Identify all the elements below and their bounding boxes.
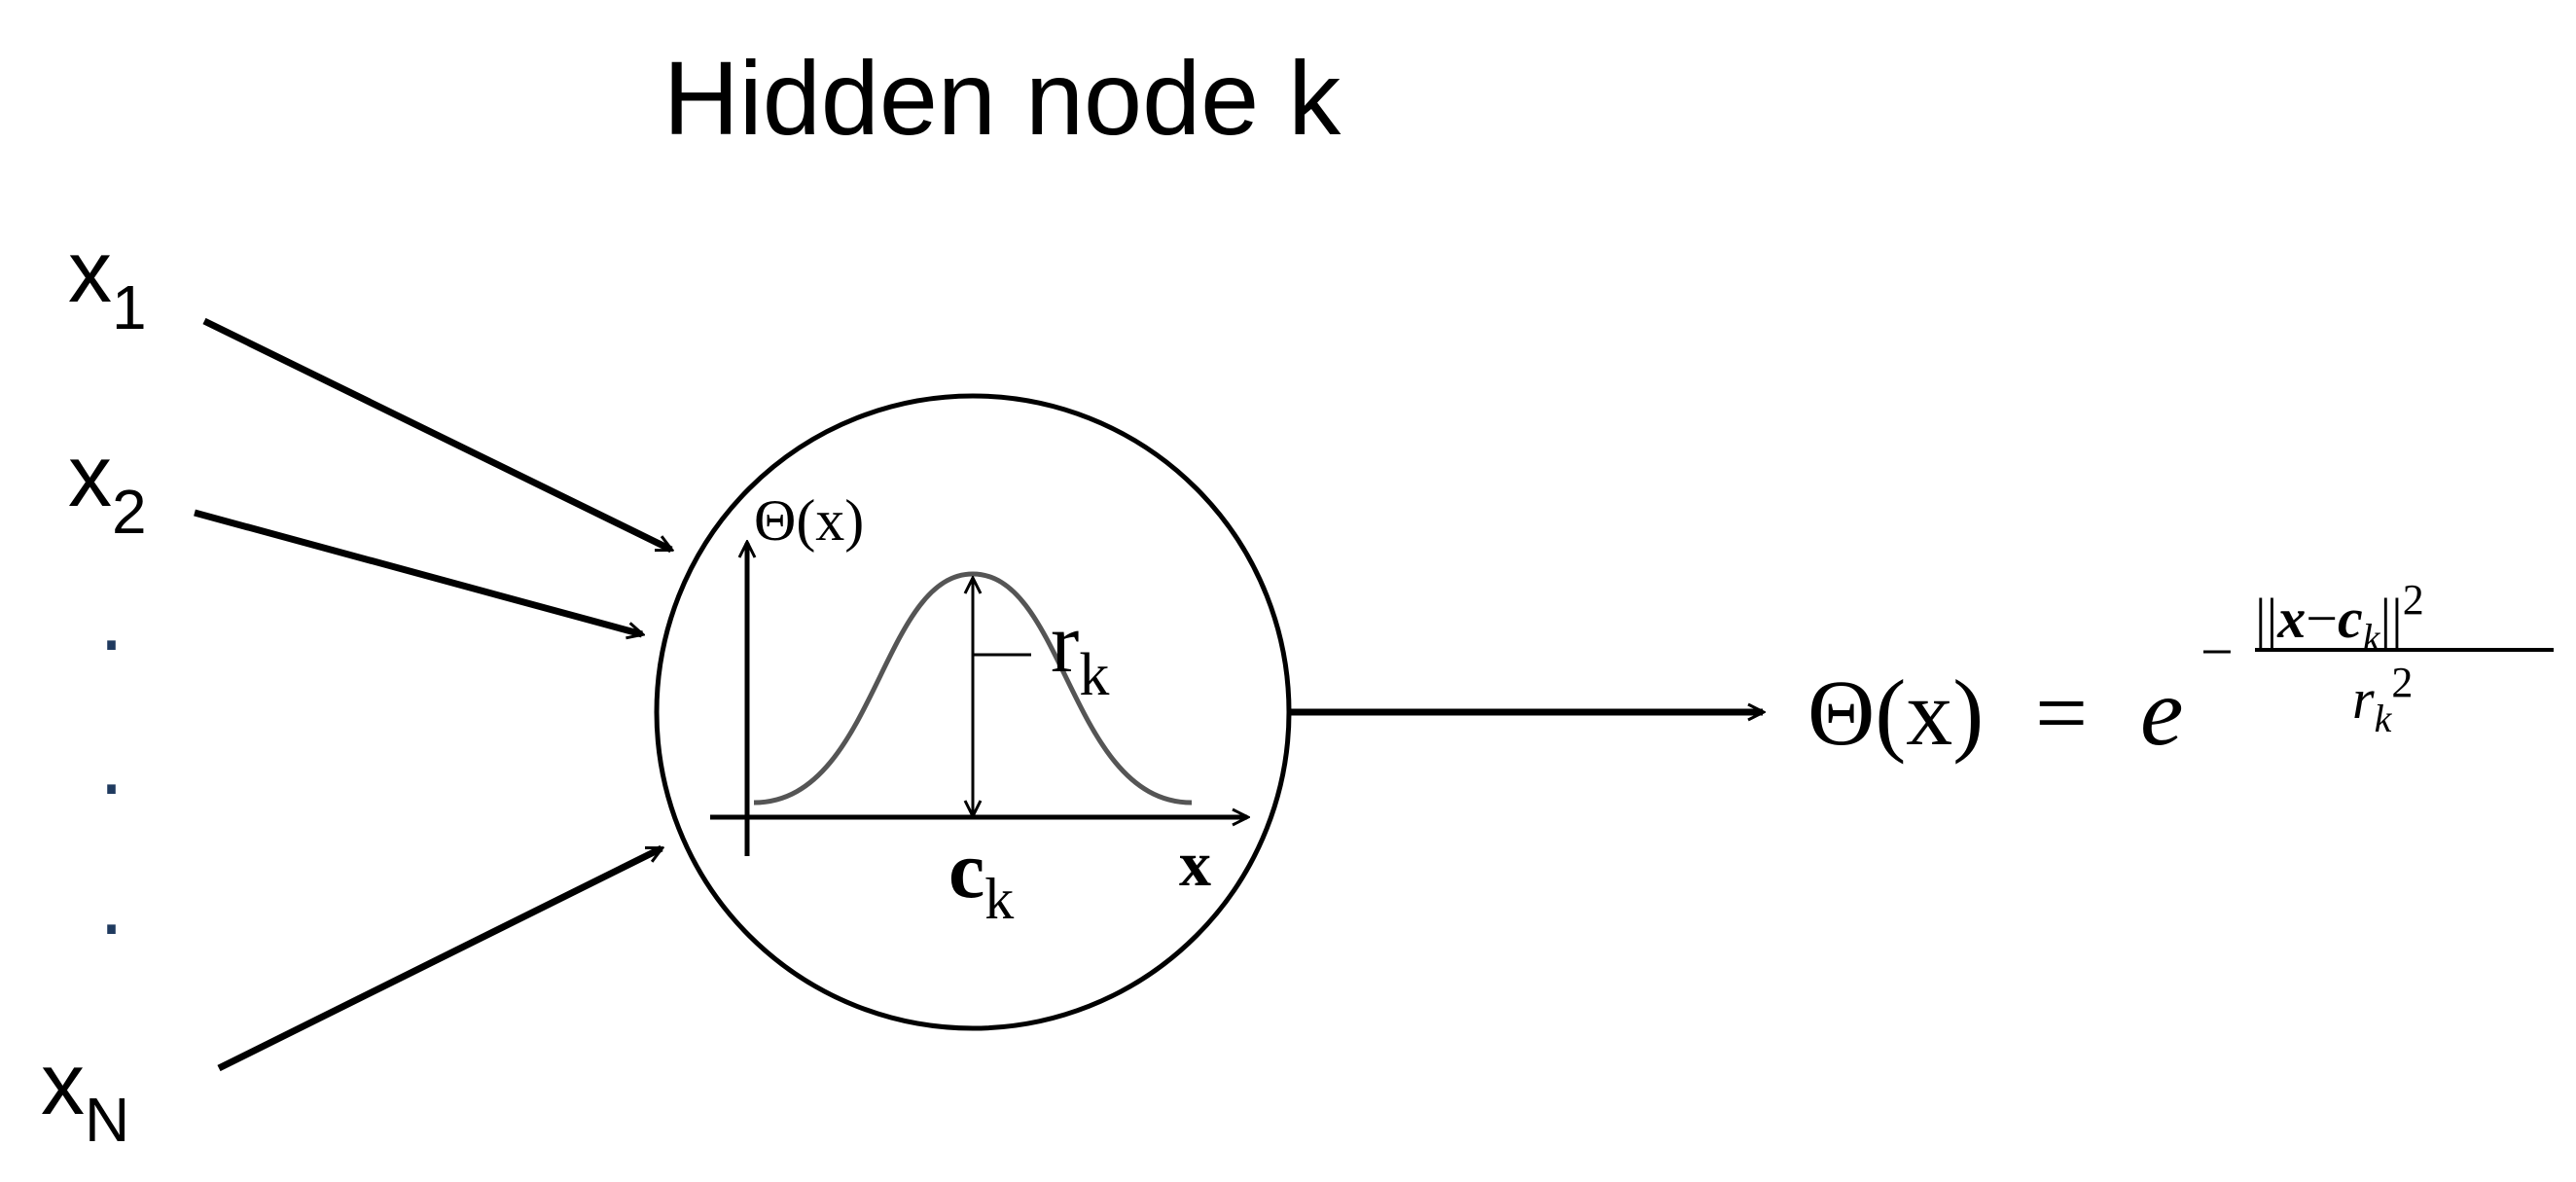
inner-plot-x-label: x xyxy=(1179,829,1211,900)
formula-denominator: rk2 xyxy=(2352,659,2413,740)
ellipsis-dot-3: . xyxy=(99,856,124,953)
input-arrow-x2 xyxy=(194,509,642,634)
input-x2-label: x2 xyxy=(68,428,147,547)
input-arrow-xN xyxy=(217,844,662,1072)
gaussian-curve xyxy=(753,571,1193,806)
diagram-title: Hidden node k xyxy=(663,39,1342,157)
formula-numerator: ||x−ck||2 xyxy=(2255,576,2424,660)
input-xN-label: xN xyxy=(41,1036,129,1155)
ellipsis-dot-1: . xyxy=(99,572,124,669)
formula-lhs: Θ(x) xyxy=(1807,661,1984,765)
input-x1-label: x1 xyxy=(68,224,147,342)
formula-equals: = xyxy=(2035,661,2088,765)
radius-label: rk xyxy=(1051,596,1109,708)
inner-plot-y-label: Θ(x) xyxy=(754,488,864,553)
formula-base-e: e xyxy=(2140,658,2183,766)
ellipsis-dot-2: . xyxy=(99,716,124,813)
formula-exponent-minus: − xyxy=(2200,620,2234,684)
center-label: ck xyxy=(948,825,1014,931)
input-arrow-x1 xyxy=(202,317,671,554)
